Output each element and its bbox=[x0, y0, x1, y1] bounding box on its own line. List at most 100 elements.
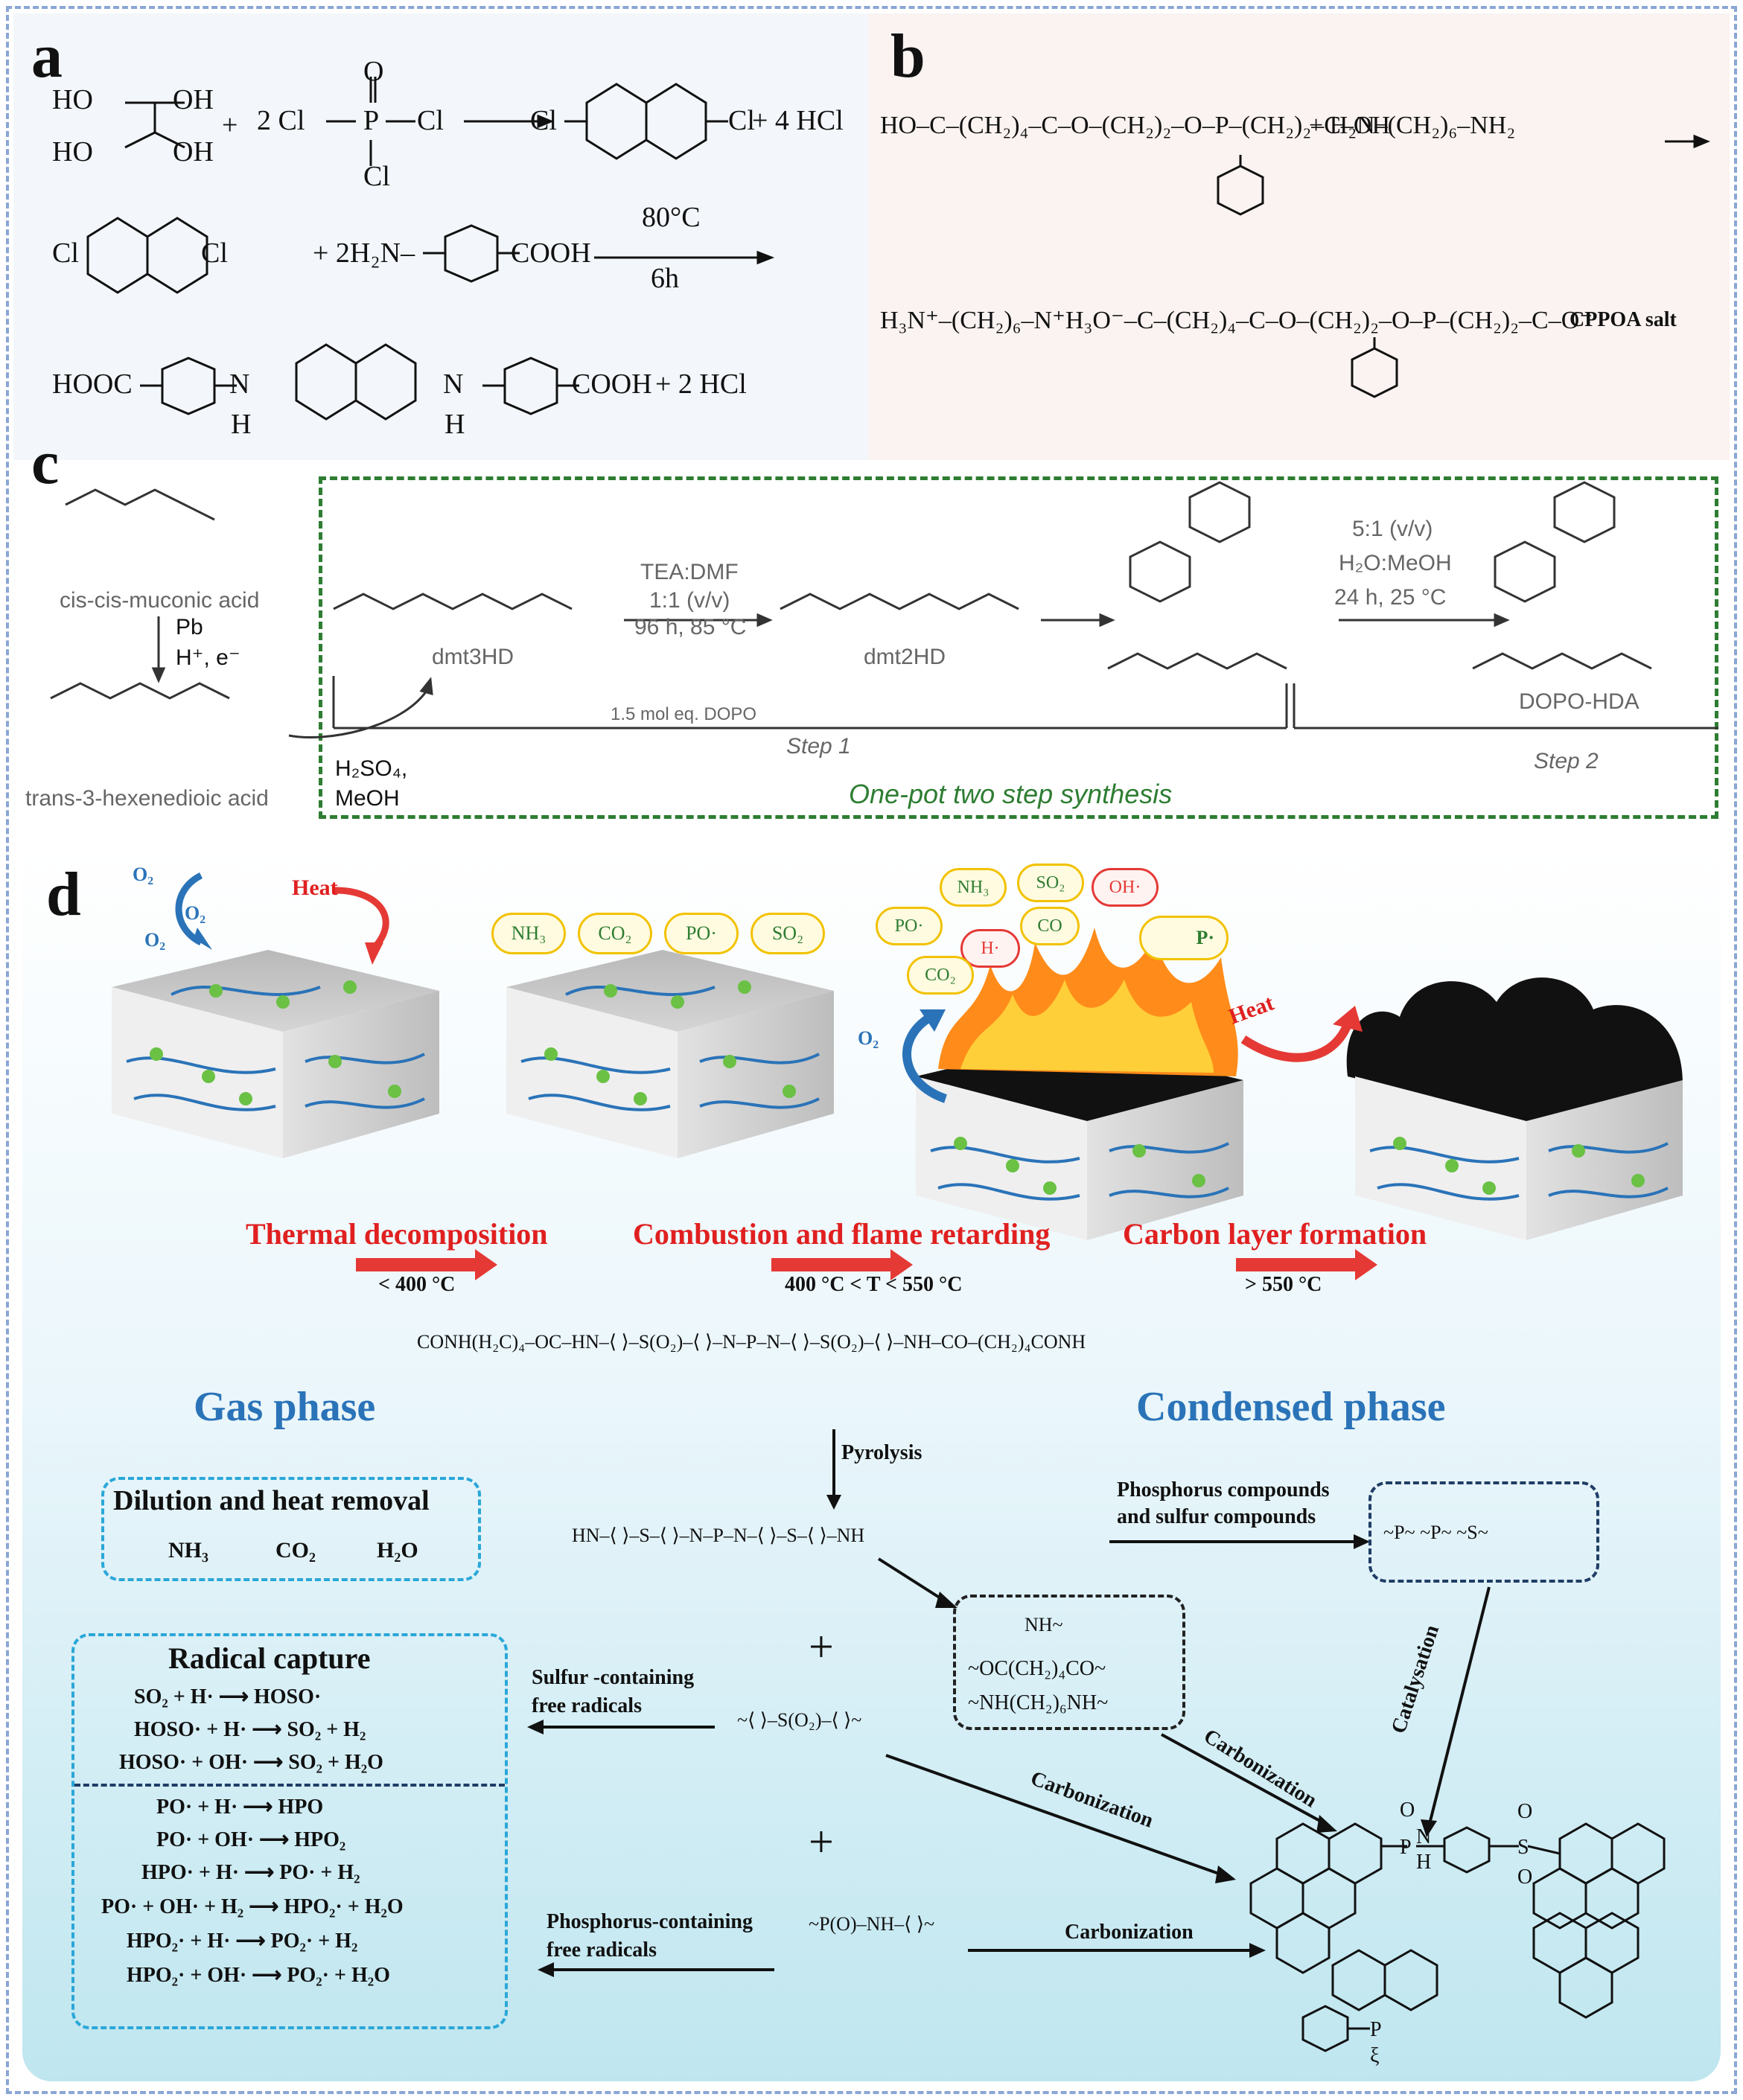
a-cond-6h: 6h bbox=[651, 263, 679, 294]
a-oh1: OH bbox=[173, 84, 214, 115]
gas3-nh3-text: NH₃ bbox=[957, 878, 990, 897]
condensed-phase-title: Condensed phase bbox=[1136, 1384, 1446, 1430]
phos-sulf-2: and sulfur compounds bbox=[1117, 1505, 1316, 1528]
radical-p-4: PO· + OH· + H₂ ⟶ HPO₂· + H₂O bbox=[101, 1895, 404, 1918]
a-prod-cl-left: Cl bbox=[530, 105, 557, 136]
temp-2: 400 °C < T < 550 °C bbox=[785, 1273, 963, 1296]
gas-so2: SO₂ bbox=[771, 922, 804, 944]
gas3-h-text: H· bbox=[981, 939, 1000, 958]
phos-arrow-label-2: free radicals bbox=[547, 1938, 657, 1962]
a-plus1: + bbox=[222, 109, 238, 141]
radical-s-2: HOSO· + H· ⟶ SO₂ + H₂ bbox=[134, 1718, 366, 1741]
panel-c-scheme bbox=[50, 481, 1718, 738]
svg-text:O: O bbox=[1517, 1800, 1532, 1823]
c-cond2-a: 5:1 (v/v) bbox=[1352, 517, 1433, 541]
phos-sulf-arrow bbox=[1109, 1534, 1370, 1549]
c-hplus: H⁺, e⁻ bbox=[176, 645, 240, 670]
c-step1: Step 1 bbox=[786, 734, 851, 759]
gas3-co-text: CO bbox=[1037, 916, 1062, 936]
svg-text:N: N bbox=[1416, 1825, 1431, 1848]
plus-1: + bbox=[809, 1622, 834, 1671]
gas3-nh3: NH₃ bbox=[940, 868, 1007, 907]
a-row2-cl: Cl bbox=[52, 237, 79, 269]
c-meoh: MeOH bbox=[335, 786, 400, 811]
a-2cl: 2 Cl bbox=[257, 105, 305, 136]
radical-title: Radical capture bbox=[168, 1641, 371, 1675]
b1-heat: Heat bbox=[292, 875, 338, 900]
radical-box bbox=[71, 1633, 508, 2029]
a-prod-cl-right: Cl bbox=[728, 105, 755, 136]
panel-a-scheme bbox=[86, 77, 775, 421]
block-3 bbox=[916, 928, 1243, 1240]
gas3-po-text: PO· bbox=[894, 916, 924, 936]
svg-text:S: S bbox=[1517, 1836, 1529, 1859]
a-row3-cooh: COOH bbox=[572, 368, 652, 400]
cond-compounds: ~P~ ~P~ ~S~ bbox=[1383, 1522, 1488, 1543]
a-byproduct-hcl: + 4 HCl bbox=[752, 105, 844, 136]
carbonization-3: Carbonization bbox=[1065, 1921, 1194, 1944]
a-row3-h2: H bbox=[444, 409, 465, 440]
gas-po: PO· bbox=[686, 922, 717, 944]
svg-text:P: P bbox=[1400, 1836, 1412, 1859]
panel-d-label: d bbox=[46, 860, 81, 929]
radical-divider bbox=[74, 1784, 505, 1787]
gas3-so2: SO₂ bbox=[1017, 864, 1084, 902]
a-cl2: Cl bbox=[363, 161, 390, 192]
gas3-co2: CO₂ bbox=[907, 956, 974, 995]
c-dmt3hd: dmt3HD bbox=[432, 645, 514, 669]
a-p1: P bbox=[363, 105, 380, 136]
phos-arrow-label-1: Phosphorus-containing bbox=[547, 1910, 753, 1933]
gas3-oh: OH· bbox=[1092, 868, 1159, 907]
dilution-nh3: NH₃ bbox=[168, 1538, 208, 1563]
dilution-title: Dilution and heat removal bbox=[113, 1485, 430, 1516]
radical-p-1: PO· + H· ⟶ HPO bbox=[156, 1796, 324, 1819]
gas3-co: CO bbox=[1020, 907, 1080, 945]
phos-sulf-1: Phosphorus compounds bbox=[1117, 1478, 1330, 1501]
panel-b bbox=[868, 13, 1730, 460]
a-row2-cl-r: Cl bbox=[201, 237, 228, 269]
a-row3-n1: N bbox=[229, 368, 250, 400]
gas-bubble-so2: SO₂ bbox=[751, 913, 825, 954]
c-cond1-c: 96 h, 85 °C bbox=[634, 615, 747, 639]
frag-3: ~NH(CH₂)₆NH~ bbox=[968, 1691, 1109, 1714]
gas3-co2-text: CO₂ bbox=[925, 966, 956, 985]
svg-text:O: O bbox=[1517, 1866, 1532, 1889]
one-pot-box bbox=[319, 476, 1718, 819]
b3-o2: O₂ bbox=[858, 1027, 879, 1049]
gas3-oh-text: OH· bbox=[1109, 878, 1141, 897]
polymer-chain: CONH(H₂C)₄–OC–HN–⟨ ⟩–S(O₂)–⟨ ⟩–N–P–N–⟨ ⟩… bbox=[417, 1331, 1086, 1353]
b1-o2-b: O₂ bbox=[185, 902, 206, 924]
b-row2: H₃N⁺–(CH₂)₆–N⁺H₃O⁻–C–(CH₂)₄–C–O–(CH₂)₂–O… bbox=[880, 307, 1593, 334]
c-pb: Pb bbox=[176, 615, 203, 639]
stage-thermal: Thermal decomposition bbox=[246, 1217, 548, 1251]
panel-a-label: a bbox=[31, 22, 63, 91]
panel-b-scheme bbox=[1217, 134, 1710, 398]
gas-bubble-co2: CO₂ bbox=[578, 913, 652, 954]
radical-s-3: HOSO· + OH· ⟶ SO₂ + H₂O bbox=[119, 1751, 383, 1774]
gas-co2: CO₂ bbox=[598, 922, 632, 944]
gas3-p-text: P· bbox=[1196, 927, 1214, 948]
a-row3-hooc: HOOC bbox=[52, 368, 133, 400]
radical-p-3: HPO· + H· ⟶ PO· + H₂ bbox=[141, 1861, 360, 1884]
c-cond2-c: 24 h, 25 °C bbox=[1334, 585, 1447, 610]
sulfone-fragment: ~⟨ ⟩–S(O₂)–⟨ ⟩~ bbox=[737, 1709, 862, 1731]
stage-combustion: Combustion and flame retarding bbox=[633, 1217, 1051, 1251]
c-trans: trans-3-hexenedioic acid bbox=[25, 786, 269, 811]
blocks-illustration bbox=[112, 872, 1683, 1240]
a-oh2: OH bbox=[173, 136, 214, 167]
outer-dashed-border bbox=[6, 6, 1737, 2094]
dilution-co2: CO₂ bbox=[275, 1538, 316, 1563]
a-cond-80c: 80°C bbox=[642, 202, 701, 233]
block-4 bbox=[1346, 977, 1683, 1240]
c-step2: Step 2 bbox=[1534, 749, 1599, 773]
gas3-h: H· bbox=[960, 929, 1020, 968]
panel-b-label: b bbox=[890, 22, 925, 91]
gas3-p: P· bbox=[1139, 916, 1229, 960]
temp-1: < 400 °C bbox=[378, 1273, 456, 1296]
a-ho1: HO bbox=[52, 84, 93, 115]
dilution-box bbox=[101, 1477, 481, 1581]
c-cond2-b: H₂O:MeOH bbox=[1339, 551, 1452, 575]
b1-o2-c: O₂ bbox=[144, 929, 166, 951]
block-2 bbox=[506, 950, 834, 1158]
